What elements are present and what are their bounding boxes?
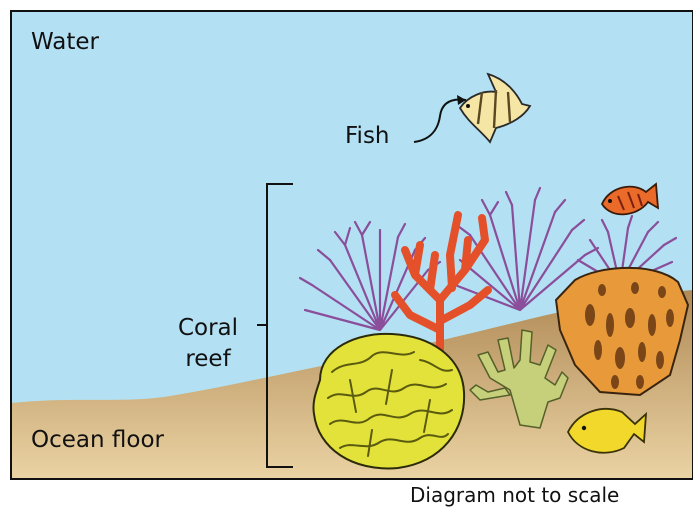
ocean-floor-label: Ocean floor bbox=[31, 429, 164, 452]
coral-reef-label-line1: Coral bbox=[165, 313, 251, 344]
scale-note: Diagram not to scale bbox=[410, 485, 619, 505]
coral-reef-label-line2: reef bbox=[165, 344, 251, 375]
fish-label: Fish bbox=[345, 125, 390, 148]
brain-coral bbox=[313, 334, 464, 469]
water-label: Water bbox=[31, 31, 99, 54]
coral-reef-label: Coral reef bbox=[165, 313, 251, 375]
